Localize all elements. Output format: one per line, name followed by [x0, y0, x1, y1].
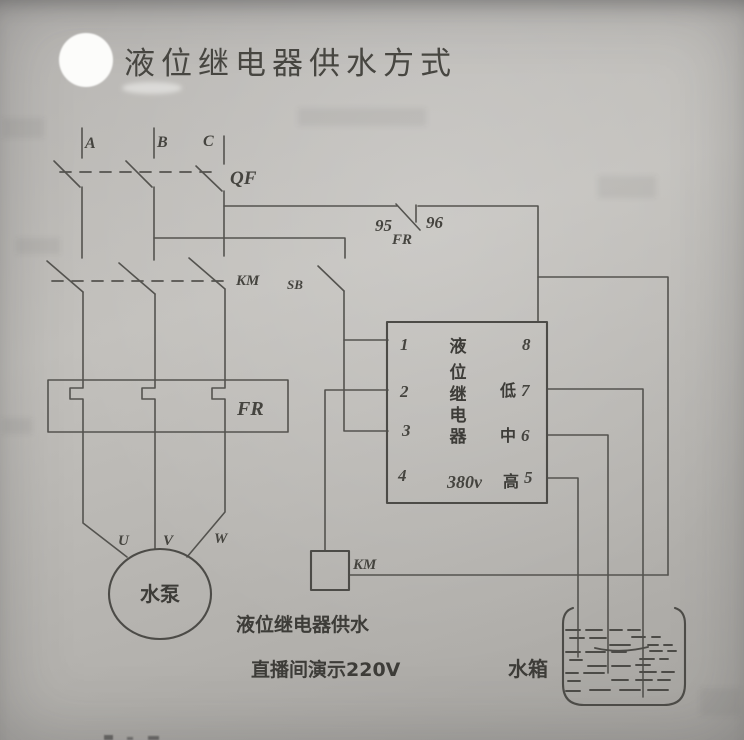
- diagram-labels: A B C QF KM SB 95 96 FR FR 1 2 3 4 液 位 继…: [84, 133, 548, 681]
- water-surface-dashes: [565, 629, 677, 692]
- probe-wire-mid: [546, 434, 609, 674]
- relay-name-char-5: 器: [449, 427, 468, 447]
- km-blade-b: [118, 262, 156, 295]
- fr-contact-label: FR: [391, 232, 412, 248]
- relay-terminal-2: 2: [399, 382, 409, 401]
- wire-to-terminal-8: [417, 205, 539, 323]
- phase-label-b: B: [156, 134, 168, 151]
- motor-label: 水泵: [140, 582, 180, 606]
- control-wire-sb-feed: [153, 237, 346, 259]
- fr-contact-slash: [395, 203, 421, 231]
- power-circuit-wires: [46, 127, 229, 558]
- qf-blade-b: [125, 160, 153, 188]
- motor-terminal-w: W: [214, 531, 229, 547]
- probe-wire-low: [546, 388, 644, 698]
- qf-blade-c: [195, 165, 223, 192]
- fr-heater-c: [211, 379, 226, 433]
- wire-to-terminal-3: [343, 290, 389, 432]
- km-blade-a: [46, 260, 84, 293]
- relay-name-char-1: 液: [450, 336, 467, 357]
- bleed-through-marks: [2, 108, 740, 716]
- phase-label-a: A: [84, 135, 96, 152]
- relay-name-char-2: 位: [450, 362, 467, 383]
- motor-terminal-v: V: [163, 533, 175, 549]
- page-edge-marks: [104, 735, 159, 740]
- title-smear: [122, 82, 182, 94]
- relay-terminal-8: 8: [522, 335, 531, 354]
- water-tank-outline: [561, 606, 687, 707]
- note-line-2: 直播间演示220V: [251, 658, 401, 681]
- relay-terminal-3: 3: [401, 421, 411, 440]
- fr-heater-b: [141, 379, 156, 433]
- km-blade-c: [188, 257, 226, 290]
- control-circuit-wires: [153, 203, 669, 698]
- relay-terminal-5: 5: [524, 468, 533, 487]
- relay-name-char-3: 继: [450, 384, 467, 405]
- motor-lead-w: [186, 431, 226, 558]
- relay-terminal-4: 4: [397, 466, 407, 485]
- title-bullet-dot: [59, 33, 113, 87]
- fr-terminal-95: 95: [375, 216, 393, 235]
- level-relay-box: [385, 320, 549, 505]
- wire-terminal-2-to-coil: [324, 389, 389, 552]
- motor-terminal-u: U: [118, 533, 130, 549]
- contactor-label-km: KM: [235, 273, 260, 289]
- supply-return-wire: [537, 276, 669, 576]
- level-label-mid: 中: [500, 426, 516, 445]
- breaker-label-qf: QF: [230, 168, 257, 189]
- fr-terminal-96: 96: [426, 213, 444, 232]
- fr-overload-box: [47, 379, 289, 433]
- motor-circle: [107, 547, 213, 641]
- page-title: 液位继电器供水方式: [124, 46, 457, 82]
- km-coil-box: [309, 549, 351, 592]
- relay-terminal-7: 7: [521, 381, 531, 400]
- note-line-1: 液位继电器供水: [236, 613, 370, 636]
- fr-heater-a: [69, 379, 84, 433]
- relay-voltage: 380v: [446, 472, 483, 492]
- level-label-low: 低: [499, 381, 516, 400]
- level-label-high: 高: [503, 472, 519, 491]
- phase-label-c: C: [203, 133, 214, 150]
- motor-lead-u: [82, 431, 128, 558]
- relay-terminal-6: 6: [521, 426, 530, 445]
- relay-terminal-1: 1: [400, 335, 409, 354]
- relay-name-char-4: 电: [450, 405, 467, 426]
- fr-box-label: FR: [236, 398, 264, 420]
- probe-wire-high: [546, 477, 579, 658]
- switch-label-sb: SB: [287, 277, 303, 292]
- qf-blade-a: [53, 160, 81, 188]
- sb-switch-blade: [317, 265, 345, 292]
- coil-label-km: KM: [352, 557, 377, 573]
- tank-label: 水箱: [508, 657, 548, 681]
